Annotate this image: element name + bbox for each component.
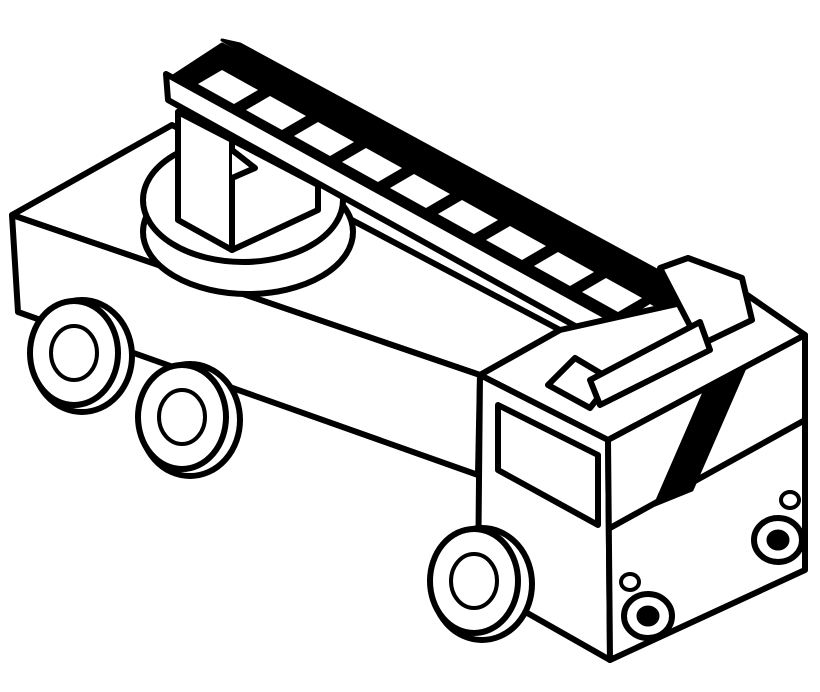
- light-bar: [545, 255, 755, 411]
- front-panel-line: [607, 417, 808, 531]
- small-light-right: [779, 490, 801, 510]
- cab-stripe: [653, 366, 747, 507]
- light-bar-body: [587, 319, 713, 408]
- wheel-rear: [27, 297, 135, 415]
- small-light-left: [619, 572, 641, 592]
- ladder-gaps: [198, 70, 684, 338]
- wheel-middle: [135, 361, 243, 479]
- wheel-front: [427, 525, 535, 643]
- headlights: [619, 490, 805, 641]
- ladder: [163, 38, 714, 380]
- mount-notch: [229, 147, 258, 181]
- cab-side-window: [495, 402, 601, 528]
- wheels: [27, 297, 535, 643]
